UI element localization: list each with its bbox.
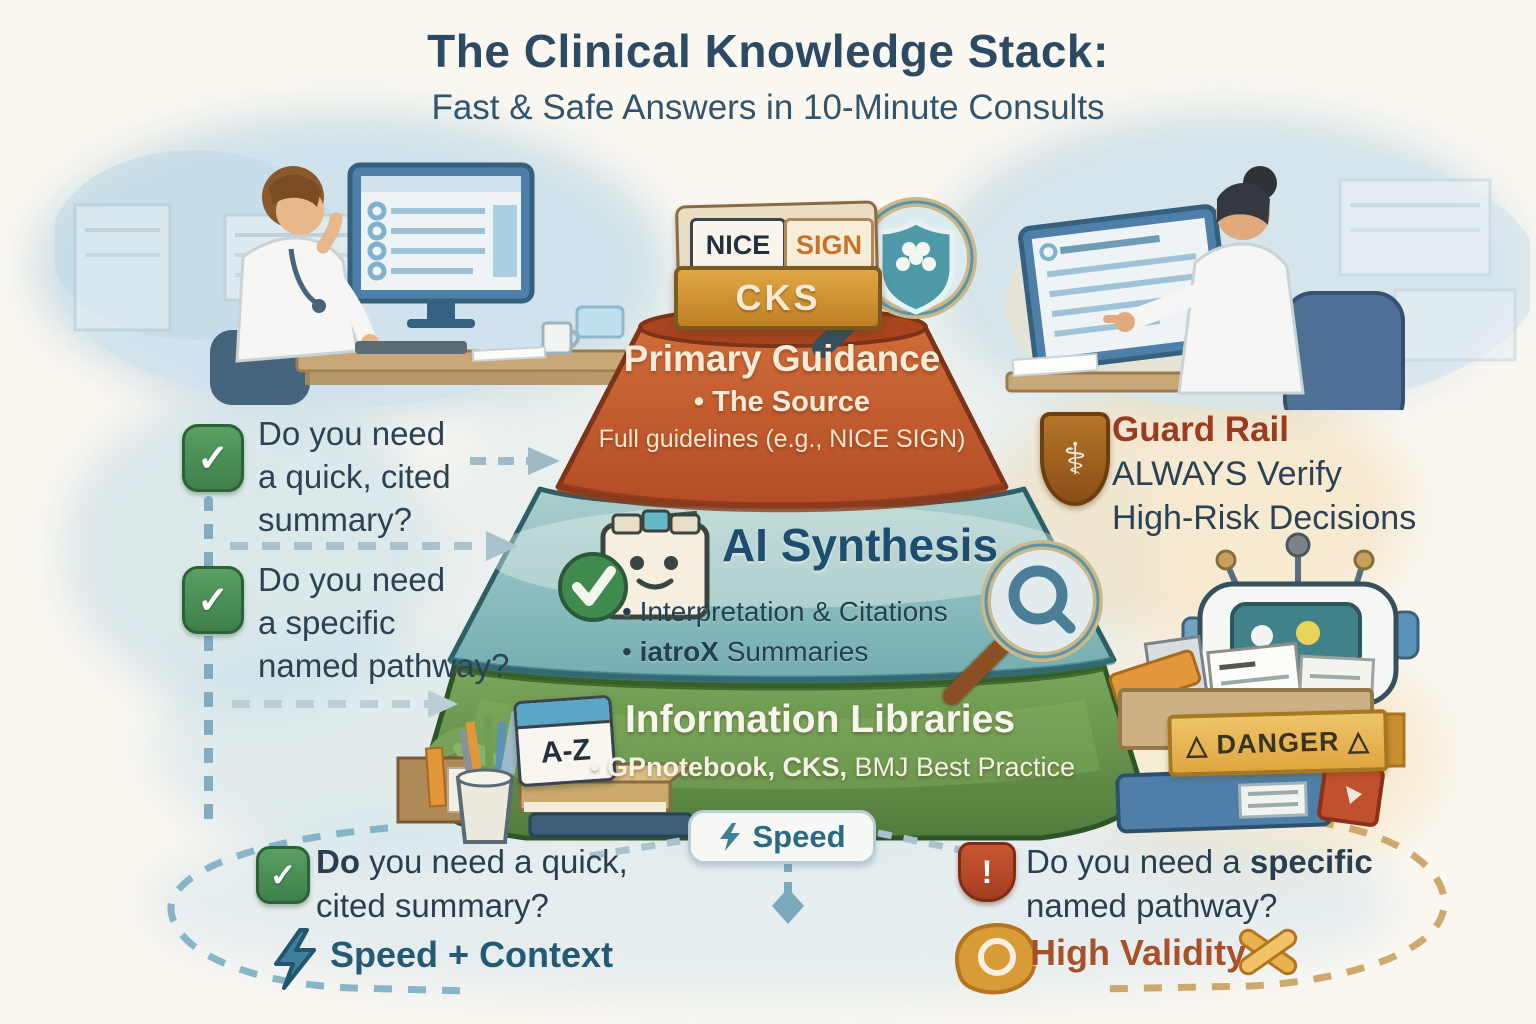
tissue-box bbox=[575, 305, 625, 339]
guard-rail-title: Guard Rail bbox=[1112, 410, 1289, 449]
check-badge-q1: ✓ bbox=[182, 424, 244, 492]
nice-label: NICE bbox=[705, 229, 771, 260]
caduceus-icon: ⚕ bbox=[1063, 434, 1087, 484]
monitor bbox=[1018, 204, 1233, 372]
monitor bbox=[347, 162, 535, 328]
check-icon: ✓ bbox=[269, 857, 297, 893]
background-desks bbox=[1338, 178, 1517, 362]
check-icon: ✓ bbox=[197, 437, 229, 480]
papers bbox=[471, 346, 547, 362]
document bbox=[1011, 353, 1099, 377]
caduceus-shield-icon: ⚕ bbox=[1040, 412, 1110, 506]
tier-ai-title: AI Synthesis bbox=[721, 519, 999, 571]
cks-label: CKS bbox=[735, 277, 821, 318]
check-icon: ✓ bbox=[197, 579, 229, 622]
tier-libraries-text: Information Libraries • GPnotebook, CKS,… bbox=[590, 698, 1076, 783]
page-title: The Clinical Knowledge Stack: bbox=[427, 25, 1109, 77]
exclamation-shield-icon: ! bbox=[958, 842, 1016, 902]
tier-primary-text: Primary Guidance • The Source Full guide… bbox=[582, 338, 982, 454]
dotted-connector bbox=[204, 496, 213, 826]
nice-tab: NICE bbox=[690, 218, 786, 272]
doctor-left-illustration bbox=[55, 143, 625, 407]
check-badge-q2: ✓ bbox=[182, 566, 244, 634]
sign-tab: SIGN bbox=[784, 218, 874, 272]
tier-ai-title-wrap: AI Synthesis bbox=[700, 518, 1020, 572]
keyboard bbox=[355, 341, 467, 354]
tier-libraries-title: Information Libraries bbox=[624, 698, 1016, 741]
cks-book: CKS bbox=[674, 266, 882, 330]
danger-sign: △ DANGER △ bbox=[1167, 709, 1389, 777]
title-block: The Clinical Knowledge Stack: Fast & Saf… bbox=[0, 24, 1536, 128]
tier-primary-title: Primary Guidance bbox=[623, 338, 941, 379]
doctor-right-illustration bbox=[970, 140, 1530, 410]
speed-badge-label: Speed bbox=[752, 819, 846, 854]
tier-ai-bullet-2: • iatroX Summaries bbox=[622, 636, 869, 667]
bottom-question-left: Do you need a quick, cited summary? bbox=[316, 843, 628, 924]
question-quick-summary: Do you need a quick, cited summary? bbox=[258, 415, 451, 538]
outcome-speed-context: Speed + Context bbox=[330, 934, 614, 975]
tier-libraries-bullet: • GPnotebook, CKS, BMJ Best Practice bbox=[590, 752, 1076, 782]
bolt-icon bbox=[720, 823, 741, 851]
doctor-right bbox=[1103, 166, 1305, 395]
sign-label: SIGN bbox=[795, 229, 862, 260]
outcome-high-validity: High Validity bbox=[1030, 932, 1247, 973]
friendly-document-icon bbox=[558, 509, 710, 622]
speed-badge: Speed bbox=[688, 810, 876, 864]
tier-ai-bullet-1: • Interpretation & Citations bbox=[622, 596, 948, 627]
check-badge-bottom: ✓ bbox=[256, 846, 310, 904]
doctor-left bbox=[235, 166, 379, 363]
exclamation-icon: ! bbox=[981, 853, 993, 890]
question-named-pathway: Do you need a specific named pathway? bbox=[258, 561, 510, 684]
wash-left-mid bbox=[60, 390, 440, 710]
tier-ai-bullets: • Interpretation & Citations • iatroX Su… bbox=[622, 588, 948, 668]
page-subtitle: Fast & Safe Answers in 10-Minute Consult… bbox=[431, 88, 1105, 127]
bottom-question-right: Do you need a specific named pathway? bbox=[1026, 843, 1373, 924]
tier-primary-detail: Full guidelines (e.g., NICE SIGN) bbox=[598, 425, 966, 453]
tier-primary-bullet: • The Source bbox=[693, 386, 871, 418]
guard-rail-note: Guard Rail ALWAYS Verify High-Risk Decis… bbox=[1112, 410, 1417, 537]
